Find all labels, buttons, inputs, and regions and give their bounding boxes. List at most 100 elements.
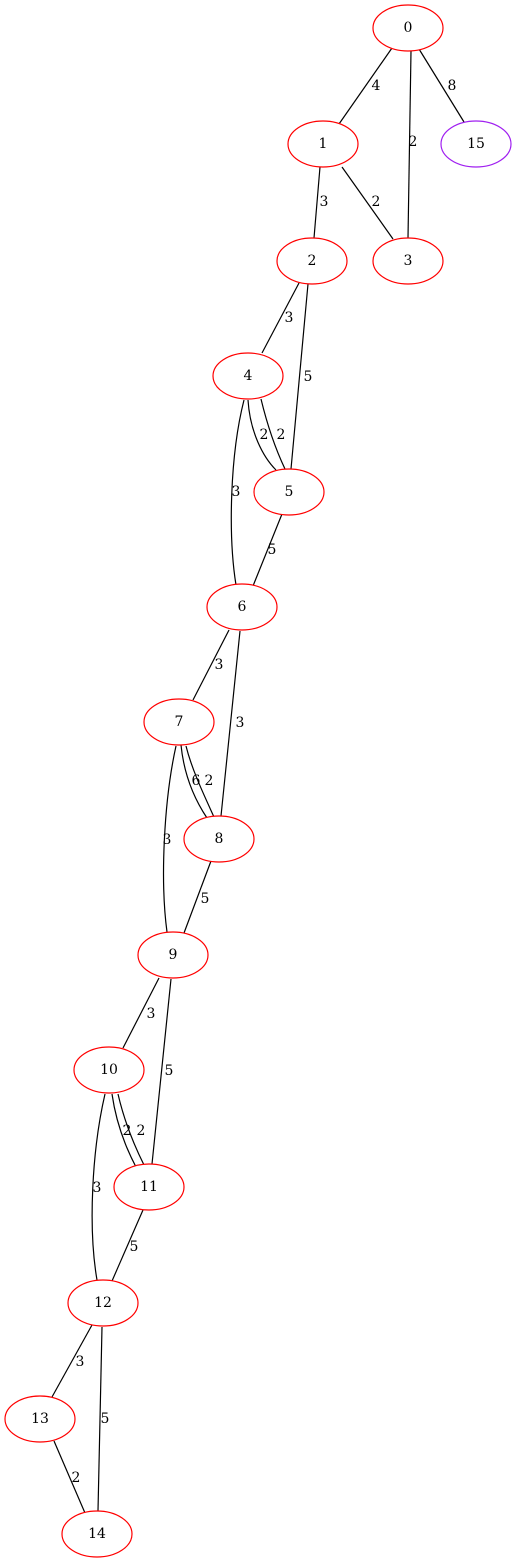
node-2: 2 xyxy=(276,237,348,285)
node-label: 13 xyxy=(31,1411,49,1427)
edge-10-12 xyxy=(91,1093,106,1281)
node-ellipse xyxy=(287,120,359,168)
edge-1-2 xyxy=(313,166,321,239)
node-label: 5 xyxy=(285,484,294,500)
edge-7-9 xyxy=(162,745,177,933)
edge-weight-label: 2 xyxy=(277,427,286,443)
edge-weight-label: 3 xyxy=(320,194,329,210)
node-12: 12 xyxy=(67,1279,139,1327)
node-4: 4 xyxy=(212,352,284,400)
node-label: 10 xyxy=(100,1062,118,1078)
node-ellipse xyxy=(183,815,255,863)
node-13: 13 xyxy=(4,1395,76,1443)
node-ellipse xyxy=(113,1163,185,1211)
edge-0-15 xyxy=(418,48,465,123)
edge-weight-label: 3 xyxy=(236,715,245,731)
node-label: 14 xyxy=(88,1526,106,1542)
node-label: 15 xyxy=(467,136,485,152)
edge-weight-label: 2 xyxy=(205,773,214,789)
edge-8-9 xyxy=(183,860,212,934)
node-ellipse xyxy=(440,120,512,168)
edge-9-10 xyxy=(122,977,160,1049)
edge-weight-label: 2 xyxy=(409,134,418,150)
edge-4-5 xyxy=(260,398,286,470)
edge-0-3 xyxy=(407,50,412,239)
node-label: 0 xyxy=(404,20,413,36)
edge-9-11 xyxy=(151,978,172,1165)
edge-weight-label: 3 xyxy=(93,1180,102,1196)
node-label: 2 xyxy=(308,253,317,269)
node-ellipse xyxy=(212,352,284,400)
node-label: 12 xyxy=(94,1295,112,1311)
node-ellipse xyxy=(143,698,215,746)
edge-weight-label: 2 xyxy=(72,1470,81,1486)
node-10: 10 xyxy=(73,1046,145,1094)
edge-weight-label: 5 xyxy=(101,1411,110,1427)
edge-0-1 xyxy=(338,47,393,125)
edge-weight-label: 5 xyxy=(268,542,277,558)
edge-2-5 xyxy=(290,283,309,470)
edge-6-7 xyxy=(192,629,230,701)
node-ellipse xyxy=(73,1046,145,1094)
edge-weight-label: 5 xyxy=(201,891,210,907)
edge-weight-label: 3 xyxy=(76,1354,85,1370)
edge-6-8 xyxy=(220,630,241,817)
node-15: 15 xyxy=(440,120,512,168)
edge-weight-label: 4 xyxy=(372,78,381,94)
node-0: 0 xyxy=(372,4,444,52)
edge-weight-label: 2 xyxy=(137,1123,146,1139)
node-label: 9 xyxy=(169,947,178,963)
node-1: 1 xyxy=(287,120,359,168)
edge-10-11 xyxy=(111,1093,137,1168)
edge-12-13 xyxy=(51,1324,93,1398)
node-label: 4 xyxy=(244,368,253,384)
edge-4-5 xyxy=(247,399,277,471)
node-8: 8 xyxy=(183,815,255,863)
edge-weight-label: 5 xyxy=(165,1063,174,1079)
edge-weight-label: 8 xyxy=(448,78,457,94)
node-ellipse xyxy=(61,1510,133,1558)
node-label: 3 xyxy=(404,253,413,269)
edge-weight-label: 3 xyxy=(215,657,224,673)
edge-weight-label: 2 xyxy=(123,1123,132,1139)
node-ellipse xyxy=(206,583,278,631)
edge-4-6 xyxy=(230,399,245,586)
node-ellipse xyxy=(253,468,325,516)
edge-10-11 xyxy=(117,1093,145,1166)
edge-weight-label: 5 xyxy=(304,369,313,385)
edge-weight-label: 3 xyxy=(163,832,172,848)
edge-2-4 xyxy=(261,282,300,354)
edge-weight-label: 3 xyxy=(285,310,294,326)
edge-7-8 xyxy=(180,744,208,819)
node-ellipse xyxy=(276,237,348,285)
node-label: 1 xyxy=(319,136,328,152)
edge-7-8 xyxy=(185,745,215,818)
node-ellipse xyxy=(4,1395,76,1443)
edge-5-6 xyxy=(252,513,283,587)
node-7: 7 xyxy=(143,698,215,746)
node-3: 3 xyxy=(372,237,444,285)
edges-layer xyxy=(51,47,465,1514)
node-9: 9 xyxy=(137,931,209,979)
edge-weight-label: 3 xyxy=(147,1006,156,1022)
edge-weight-label: 5 xyxy=(130,1239,139,1255)
edge-weight-label: 2 xyxy=(260,427,269,443)
edge-weight-label: 6 xyxy=(192,773,201,789)
node-label: 6 xyxy=(238,599,247,615)
edge-1-3 xyxy=(341,166,394,240)
node-label: 7 xyxy=(175,714,184,730)
edge-11-12 xyxy=(111,1209,144,1282)
node-label: 11 xyxy=(140,1179,158,1195)
node-ellipse xyxy=(372,4,444,52)
edge-weight-label: 3 xyxy=(232,484,241,500)
node-6: 6 xyxy=(206,583,278,631)
node-ellipse xyxy=(137,931,209,979)
node-5: 5 xyxy=(253,468,325,516)
edge-12-14 xyxy=(97,1326,103,1512)
node-14: 14 xyxy=(61,1510,133,1558)
edge-13-14 xyxy=(53,1440,86,1514)
node-ellipse xyxy=(67,1279,139,1327)
